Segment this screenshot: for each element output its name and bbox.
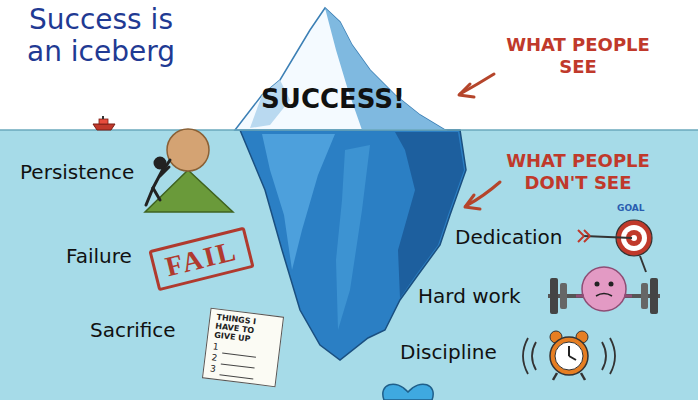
scribble-line <box>221 358 255 368</box>
scribble-line <box>222 348 256 358</box>
water <box>0 130 698 400</box>
fail-stamp: FAIL <box>148 227 254 292</box>
sky <box>0 0 698 130</box>
list-number-text: 2 <box>211 352 218 364</box>
trait-label: Hard work <box>418 284 521 308</box>
iceberg-highlight <box>336 145 370 330</box>
note-paper: THINGS I HAVE TO GIVE UP123 <box>202 308 284 387</box>
trait-label: Dedication <box>455 225 563 249</box>
title: Success is an iceberg <box>16 4 186 68</box>
list-number-text: 1 <box>212 341 219 353</box>
iceberg-tip <box>235 8 445 130</box>
list-number: 1 <box>212 341 273 359</box>
trait-label: Persistence <box>20 160 134 184</box>
goal-target <box>578 220 652 272</box>
iceberg-highlight <box>262 134 335 270</box>
callout-text: WHAT PEOPLE DON'T SEE <box>498 150 658 194</box>
list-number: 2 <box>211 352 272 370</box>
heart-icon <box>383 384 433 400</box>
trait-label: Failure <box>66 244 132 268</box>
list-number: 3 <box>210 363 271 381</box>
pointer-arrow <box>459 74 500 209</box>
persistence-icon <box>145 129 233 212</box>
dumbbell-icon <box>548 267 660 314</box>
iceberg-shade <box>395 132 464 298</box>
scribble-line <box>219 369 253 379</box>
alarm-clock <box>523 331 615 380</box>
list-number-text: 3 <box>210 363 217 375</box>
list-heading: THINGS I HAVE TO GIVE UP <box>214 313 277 347</box>
icon-text: GOAL <box>617 203 645 214</box>
callout-text: WHAT PEOPLE SEE <box>498 34 658 78</box>
trait-label: Discipline <box>400 340 497 364</box>
headline-word: SUCCESS! <box>255 84 411 115</box>
trait-label: Sacrifice <box>90 318 176 342</box>
boat <box>93 116 115 130</box>
stamp-text: FAIL <box>162 235 240 284</box>
